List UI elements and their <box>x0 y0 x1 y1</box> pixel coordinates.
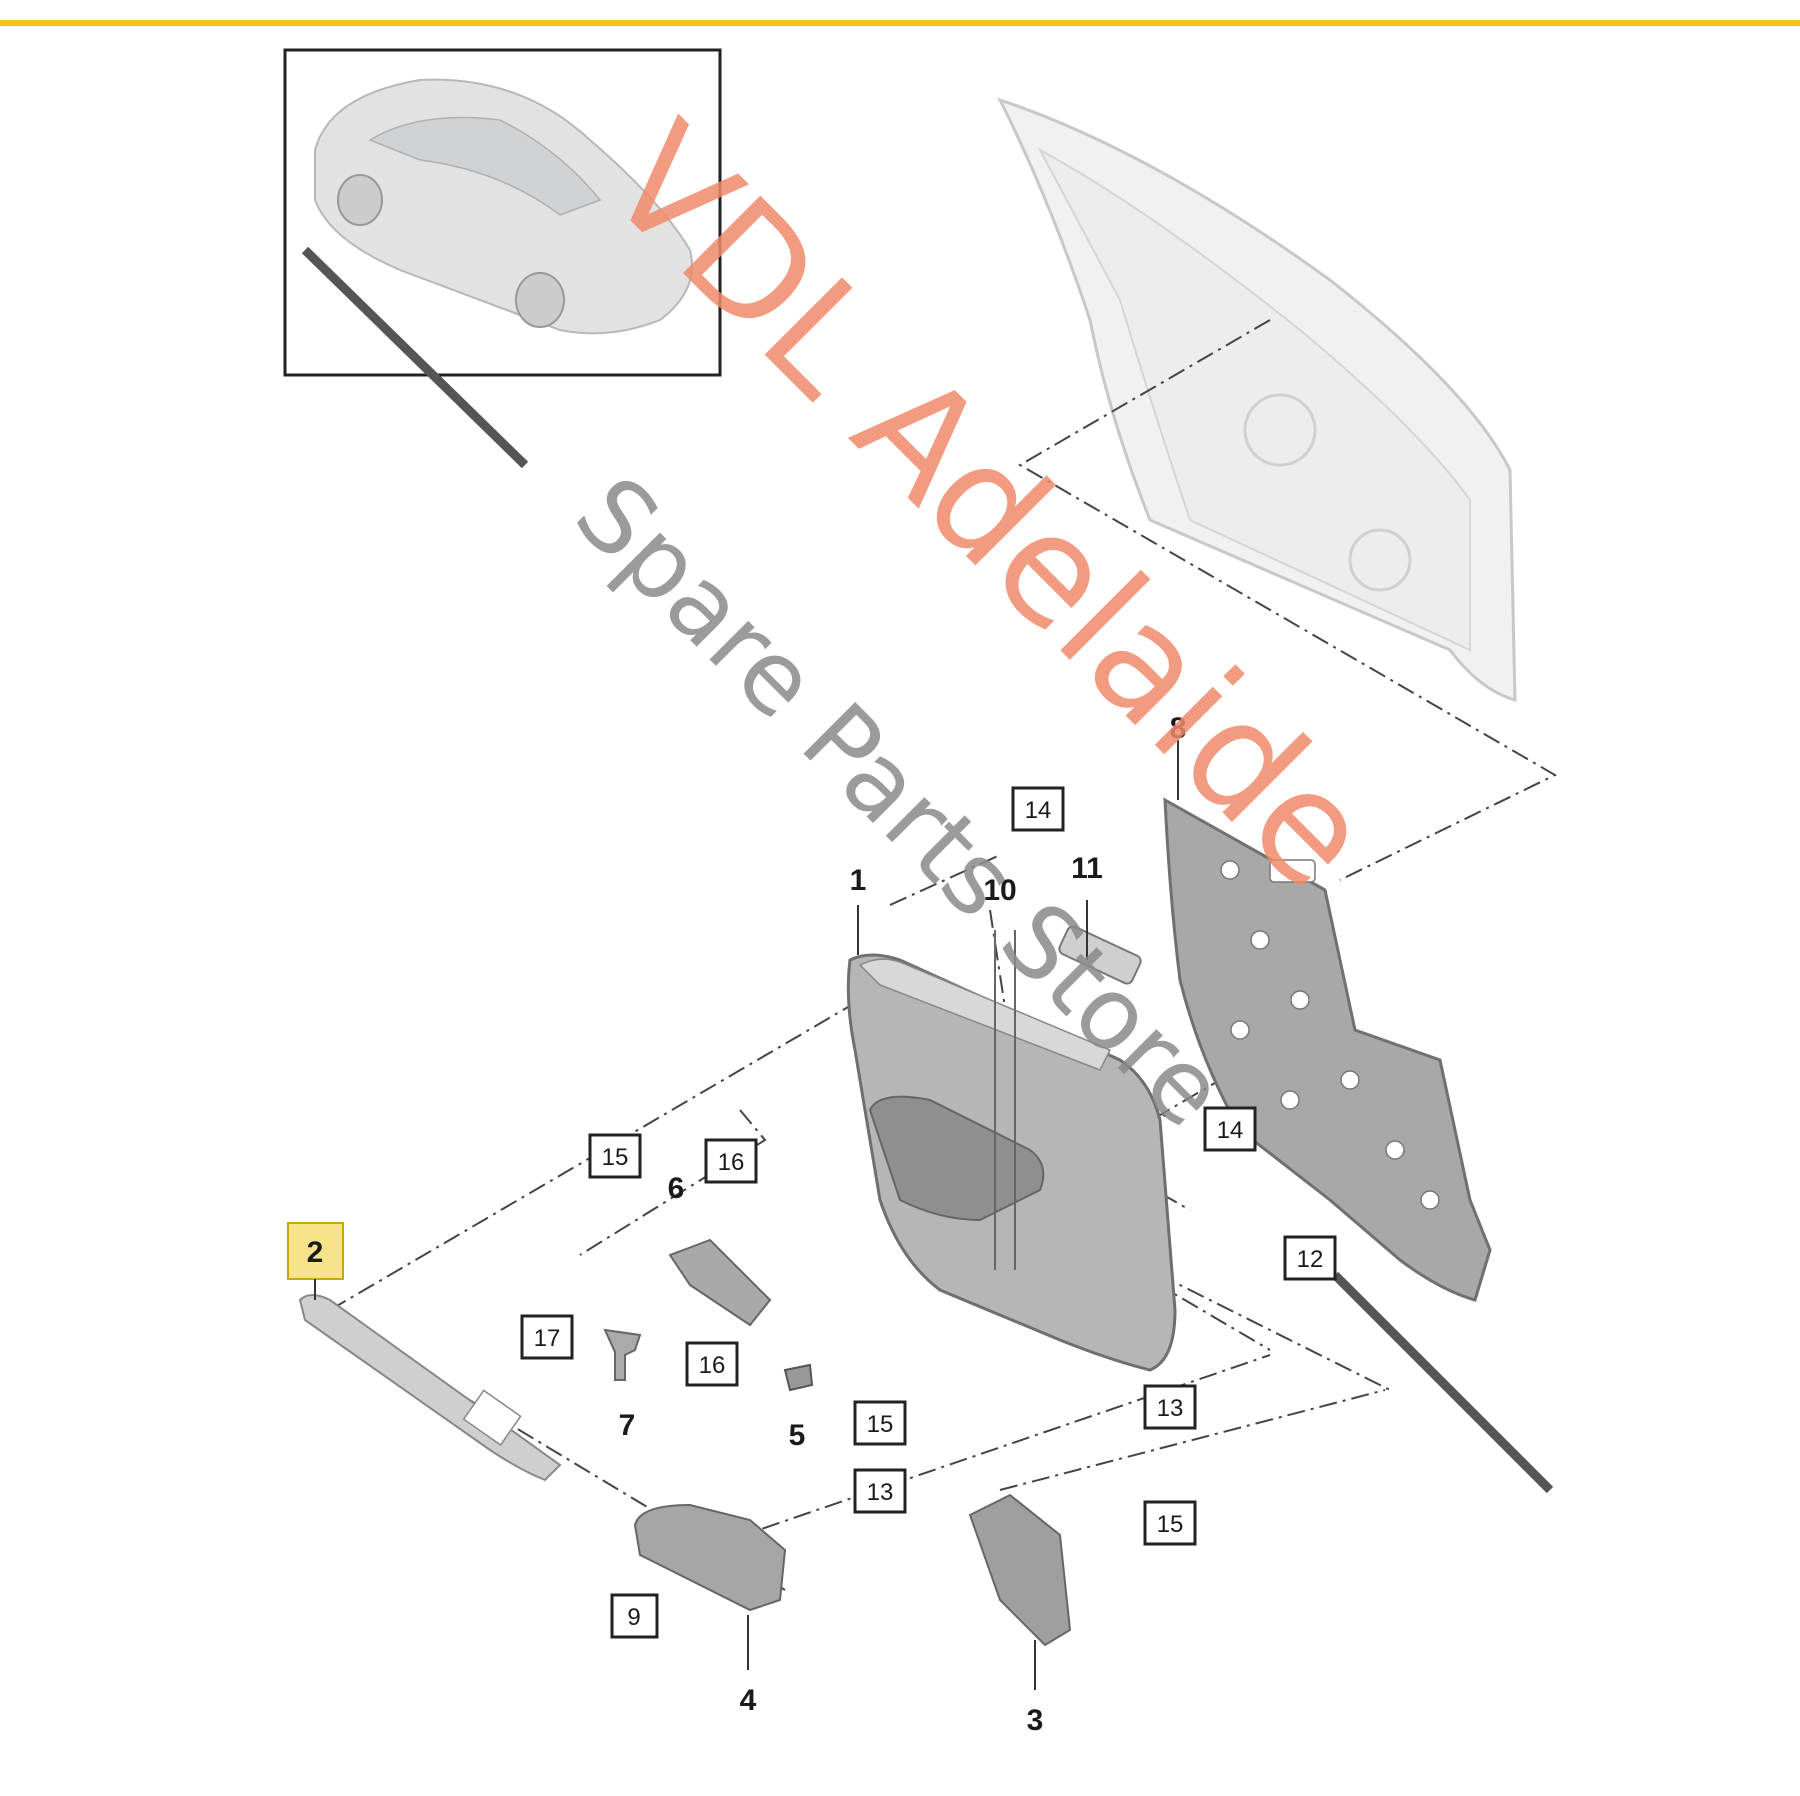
switch-bracket-part <box>668 1238 772 1327</box>
callout-13a: 13 <box>1157 1395 1184 1422</box>
callout-9: 9 <box>627 1604 640 1631</box>
callout-15c: 15 <box>1157 1511 1184 1538</box>
car-icon <box>314 78 693 335</box>
callout-12: 12 <box>1297 1246 1324 1273</box>
callout-13b: 13 <box>867 1479 894 1506</box>
callout-3: 3 <box>1027 1704 1044 1737</box>
callout-1: 1 <box>850 864 867 897</box>
callout-14a: 14 <box>1025 797 1052 824</box>
armrest-trim-strip-part <box>298 1294 562 1482</box>
callout-4: 4 <box>740 1684 757 1717</box>
callout-2: 2 <box>307 1236 324 1269</box>
boxed-callouts <box>520 786 1337 1639</box>
callout-10: 10 <box>983 874 1016 907</box>
top-rule <box>0 20 1800 26</box>
callout-14b: 14 <box>1217 1117 1244 1144</box>
callout-16a: 16 <box>718 1149 745 1176</box>
callout-11: 11 <box>1071 852 1103 885</box>
storage-tray-part <box>633 1503 787 1612</box>
clip-part-7 <box>603 1328 642 1381</box>
callout-8: 8 <box>1170 712 1187 745</box>
door-shell-part <box>997 97 1517 703</box>
trim-cover-part <box>968 1493 1072 1647</box>
vehicle-thumbnail <box>283 48 722 377</box>
insulation-panel-part <box>1163 797 1492 1302</box>
callout-5: 5 <box>789 1419 806 1452</box>
callout-2-highlighted: 2 <box>287 1222 344 1300</box>
clip-part-5 <box>783 1363 814 1392</box>
door-trim-panel-part <box>846 925 1177 1372</box>
boxed-callout-labels: 14 15 16 17 16 14 12 13 15 13 15 9 <box>534 797 1324 1631</box>
callout-15b: 15 <box>867 1411 894 1438</box>
callout-6: 6 <box>668 1172 685 1205</box>
callout-7: 7 <box>619 1409 636 1442</box>
diagonal-mark-right <box>1331 1271 1554 1494</box>
callout-15a: 15 <box>602 1144 629 1171</box>
callout-labels: 1 3 4 5 6 7 8 10 11 <box>619 712 1187 1737</box>
callout-16b: 16 <box>699 1352 726 1379</box>
diagonal-mark-left <box>301 246 529 469</box>
callout-ticks <box>747 740 1179 1690</box>
callout-17: 17 <box>534 1325 561 1352</box>
